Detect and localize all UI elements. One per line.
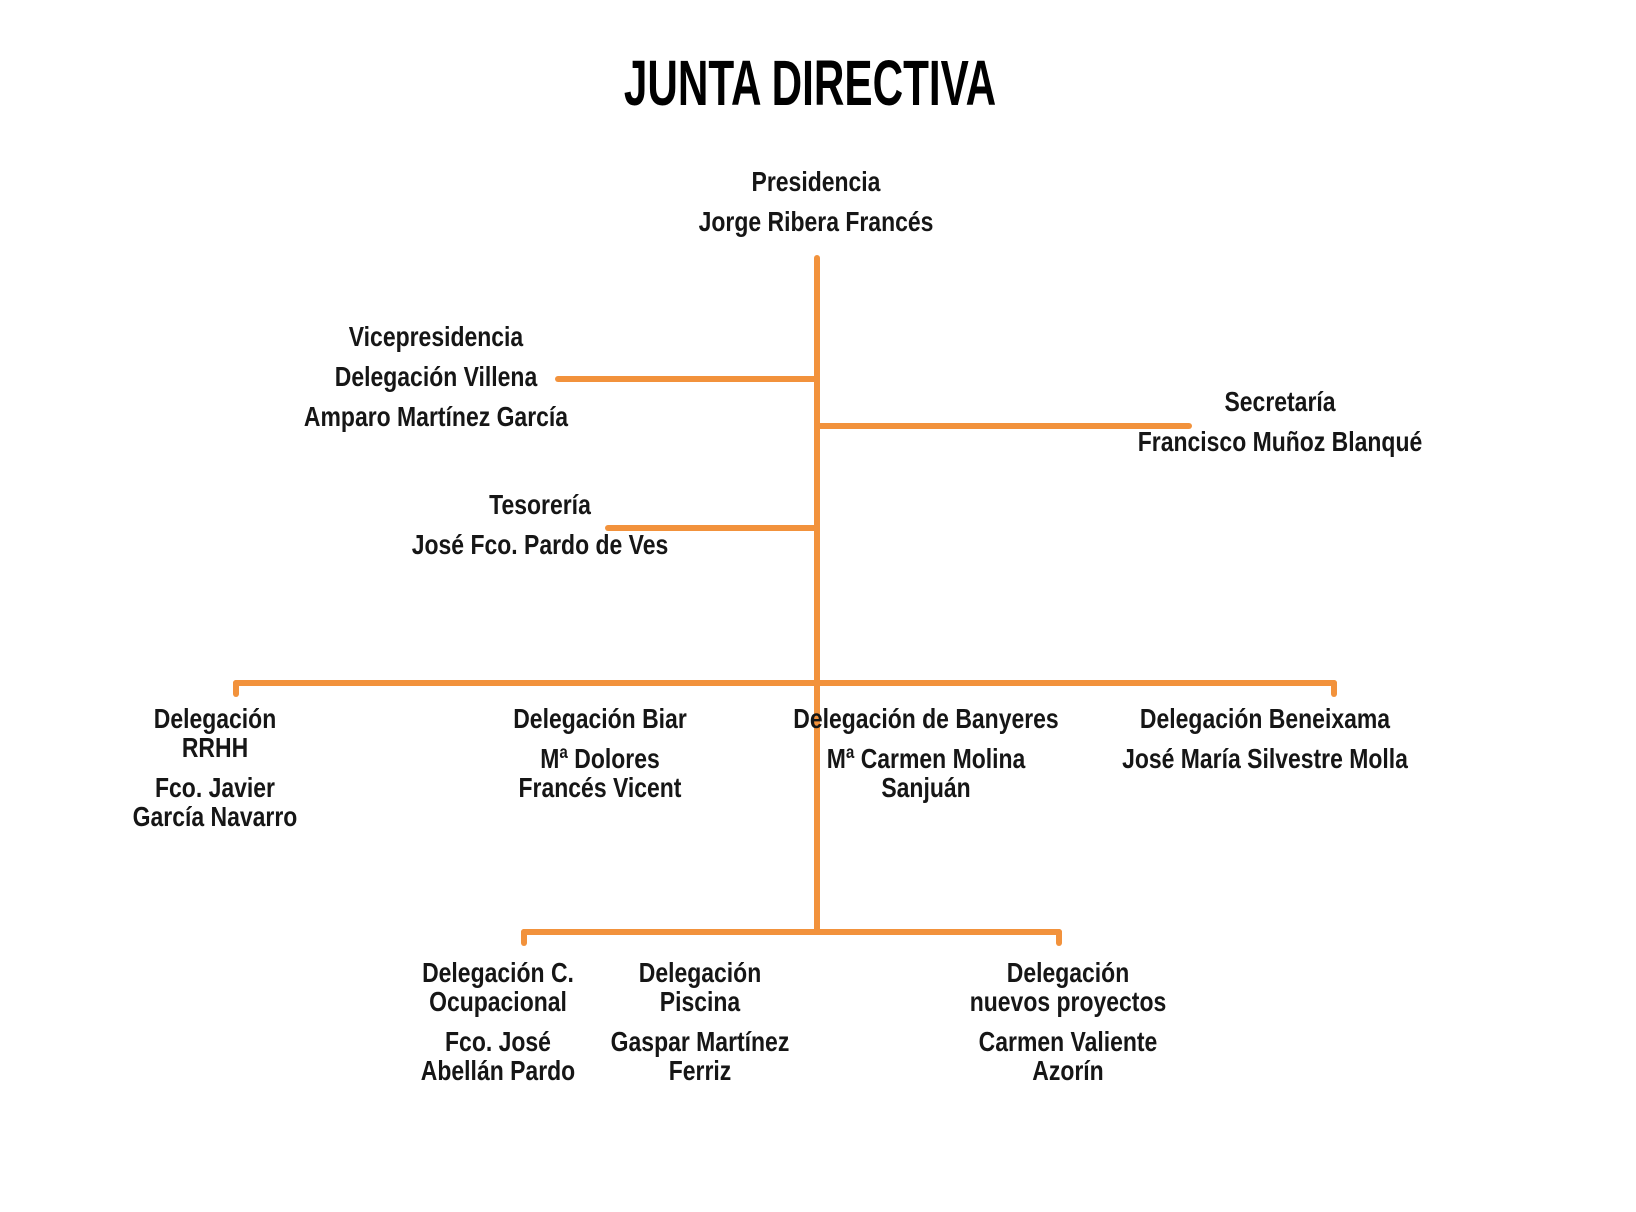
- node-presidencia: Presidencia Jorge Ribera Francés: [652, 167, 980, 236]
- node-delegacion-ocupacional: Delegación C. Ocupacional Fco. José Abel…: [334, 958, 662, 1085]
- node-delegacion-rrhh: Delegación RRHH Fco. Javier García Navar…: [51, 704, 379, 831]
- name-label: Ferriz: [668, 1055, 732, 1086]
- name-label: Gaspar Martínez: [610, 1026, 790, 1057]
- role-label: Delegación C.: [422, 957, 574, 988]
- role-label: nuevos proyectos: [969, 986, 1167, 1017]
- role-label: Delegación de Banyeres: [793, 703, 1059, 734]
- role-label: Delegación: [153, 703, 277, 734]
- role-label: Delegación Biar: [513, 703, 687, 734]
- name-label: Francisco Muñoz Blanqué: [1137, 426, 1423, 457]
- connector-secretaria: [817, 423, 1192, 429]
- role-label: Ocupacional: [429, 986, 567, 1017]
- name-label: José María Silvestre Molla: [1122, 743, 1408, 774]
- role-label: Presidencia: [751, 166, 881, 197]
- role-label: Vicepresidencia: [348, 321, 524, 352]
- connector-main-vertical: [814, 255, 820, 935]
- role-label: Piscina: [659, 986, 741, 1017]
- name-label: José Fco. Pardo de Ves: [411, 529, 669, 560]
- name-label: Abellán Pardo: [420, 1055, 576, 1086]
- node-delegacion-beneixama: Delegación Beneixama José María Silvestr…: [1085, 704, 1446, 773]
- node-delegacion-biar: Delegación Biar Mª Dolores Francés Vicen…: [436, 704, 764, 802]
- node-delegacion-piscina: Delegación Piscina Gaspar Martínez Ferri…: [536, 958, 864, 1085]
- connector-bottom-row-horizontal: [521, 929, 1062, 935]
- connector-mid-row-tick-left: [233, 680, 239, 697]
- node-delegacion-nuevos-proyectos: Delegación nuevos proyectos Carmen Valie…: [904, 958, 1232, 1085]
- role-label: RRHH: [181, 732, 249, 763]
- connector-mid-row-tick-right: [1331, 680, 1337, 697]
- delegation-label: Delegación Villena: [334, 361, 538, 392]
- name-label: Carmen Valiente: [978, 1026, 1158, 1057]
- node-secretaria: Secretaría Francisco Muñoz Blanqué: [1100, 387, 1461, 456]
- connector-bottom-row-tick-right: [1056, 929, 1062, 946]
- connector-tesoreria: [605, 525, 820, 531]
- role-label: Delegación: [1006, 957, 1130, 988]
- node-tesoreria: Tesorería José Fco. Pardo de Ves: [376, 490, 704, 559]
- name-label: Mª Carmen Molina: [826, 743, 1026, 774]
- connector-vicepresidencia: [555, 376, 820, 382]
- role-label: Delegación: [638, 957, 762, 988]
- name-label: García Navarro: [132, 801, 298, 832]
- node-vicepresidencia: Vicepresidencia Delegación Villena Ampar…: [272, 322, 600, 431]
- name-label: Mª Dolores: [540, 743, 660, 774]
- page-title: JUNTA DIRECTIVA: [623, 47, 997, 119]
- connector-mid-row-horizontal: [233, 680, 1337, 686]
- name-label: Francés Vicent: [518, 772, 682, 803]
- name-label: Azorín: [1032, 1055, 1104, 1086]
- role-label: Tesorería: [489, 489, 591, 520]
- role-label: Secretaría: [1224, 386, 1336, 417]
- role-label: Delegación Beneixama: [1139, 703, 1391, 734]
- name-label: Amparo Martínez García: [303, 401, 569, 432]
- name-label: Fco. Javier: [155, 772, 275, 803]
- name-label: Jorge Ribera Francés: [698, 206, 934, 237]
- node-delegacion-banyeres: Delegación de Banyeres Mª Carmen Molina …: [762, 704, 1090, 802]
- connector-bottom-row-tick-left: [521, 929, 527, 946]
- name-label: Sanjuán: [881, 772, 971, 803]
- name-label: Fco. José: [445, 1026, 551, 1057]
